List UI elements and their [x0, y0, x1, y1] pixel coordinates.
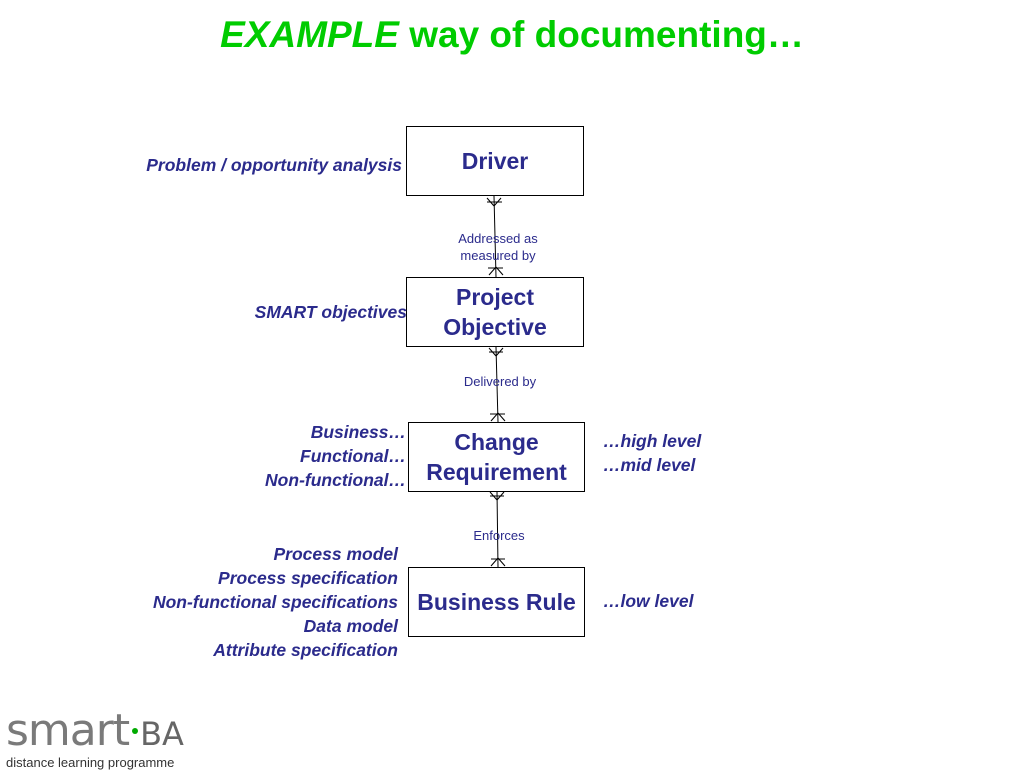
change-note-mid-level: …mid level	[603, 455, 696, 475]
rule-note-attribute-spec: Attribute specification	[213, 640, 398, 660]
change-note-nonfunctional: Non-functional…	[265, 470, 406, 490]
driver-note: Problem / opportunity analysis	[146, 155, 402, 175]
logo-tagline: distance learning programme	[6, 755, 175, 770]
page-title: EXAMPLE way of documenting…	[0, 14, 1024, 56]
relationship-enforces: Enforces	[473, 528, 525, 543]
change-requirement-label-line1: Change	[454, 429, 539, 455]
project-objective-label-line1: Project	[456, 284, 534, 310]
logo-suffix: BA	[140, 715, 184, 753]
rule-note-data-model: Data model	[303, 616, 398, 636]
driver-box: Driver	[406, 126, 584, 196]
change-note-functional: Functional…	[300, 446, 406, 466]
title-rest: way of documenting…	[398, 14, 804, 55]
logo-dot-icon	[132, 728, 139, 734]
relationship-delivered-by: Delivered by	[463, 374, 537, 389]
business-rule-label: Business Rule	[417, 589, 576, 615]
change-note-business: Business…	[310, 422, 406, 442]
connector-objective-change	[495, 346, 499, 423]
business-rule-box: Business Rule	[408, 567, 585, 637]
change-requirement-label-line2: Requirement	[426, 459, 567, 485]
smartba-logo: smart BA distance learning programme	[6, 708, 184, 770]
rule-note-nonfunctional-specs: Non-functional specifications	[152, 592, 398, 612]
change-note-high-level: …high level	[603, 431, 702, 451]
rule-note-process-model: Process model	[273, 544, 399, 564]
objective-note: SMART objectives	[254, 302, 407, 322]
title-emphasis: EXAMPLE	[220, 14, 399, 55]
project-objective-box: Project Objective	[406, 277, 584, 347]
change-right-notes: …high level …mid level	[603, 429, 701, 477]
relationship-addressed-line2: measured by	[460, 248, 536, 263]
change-requirement-box: Change Requirement	[408, 422, 585, 492]
change-left-notes: Business… Functional… Non-functional…	[265, 420, 406, 492]
relationship-addressed-line1: Addressed as	[458, 231, 538, 246]
rule-left-notes: Process model Process specification Non-…	[153, 542, 398, 662]
driver-label: Driver	[461, 148, 529, 174]
project-objective-label-line2: Objective	[443, 314, 547, 340]
logo-brand: smart	[6, 705, 130, 756]
connector-driver-objective	[493, 195, 497, 278]
rule-right-note: …low level	[603, 591, 694, 611]
connector-change-rule	[496, 490, 499, 568]
relationship-addressed-measured: Addressed as measured by	[438, 230, 558, 264]
rule-note-process-spec: Process specification	[218, 568, 398, 588]
